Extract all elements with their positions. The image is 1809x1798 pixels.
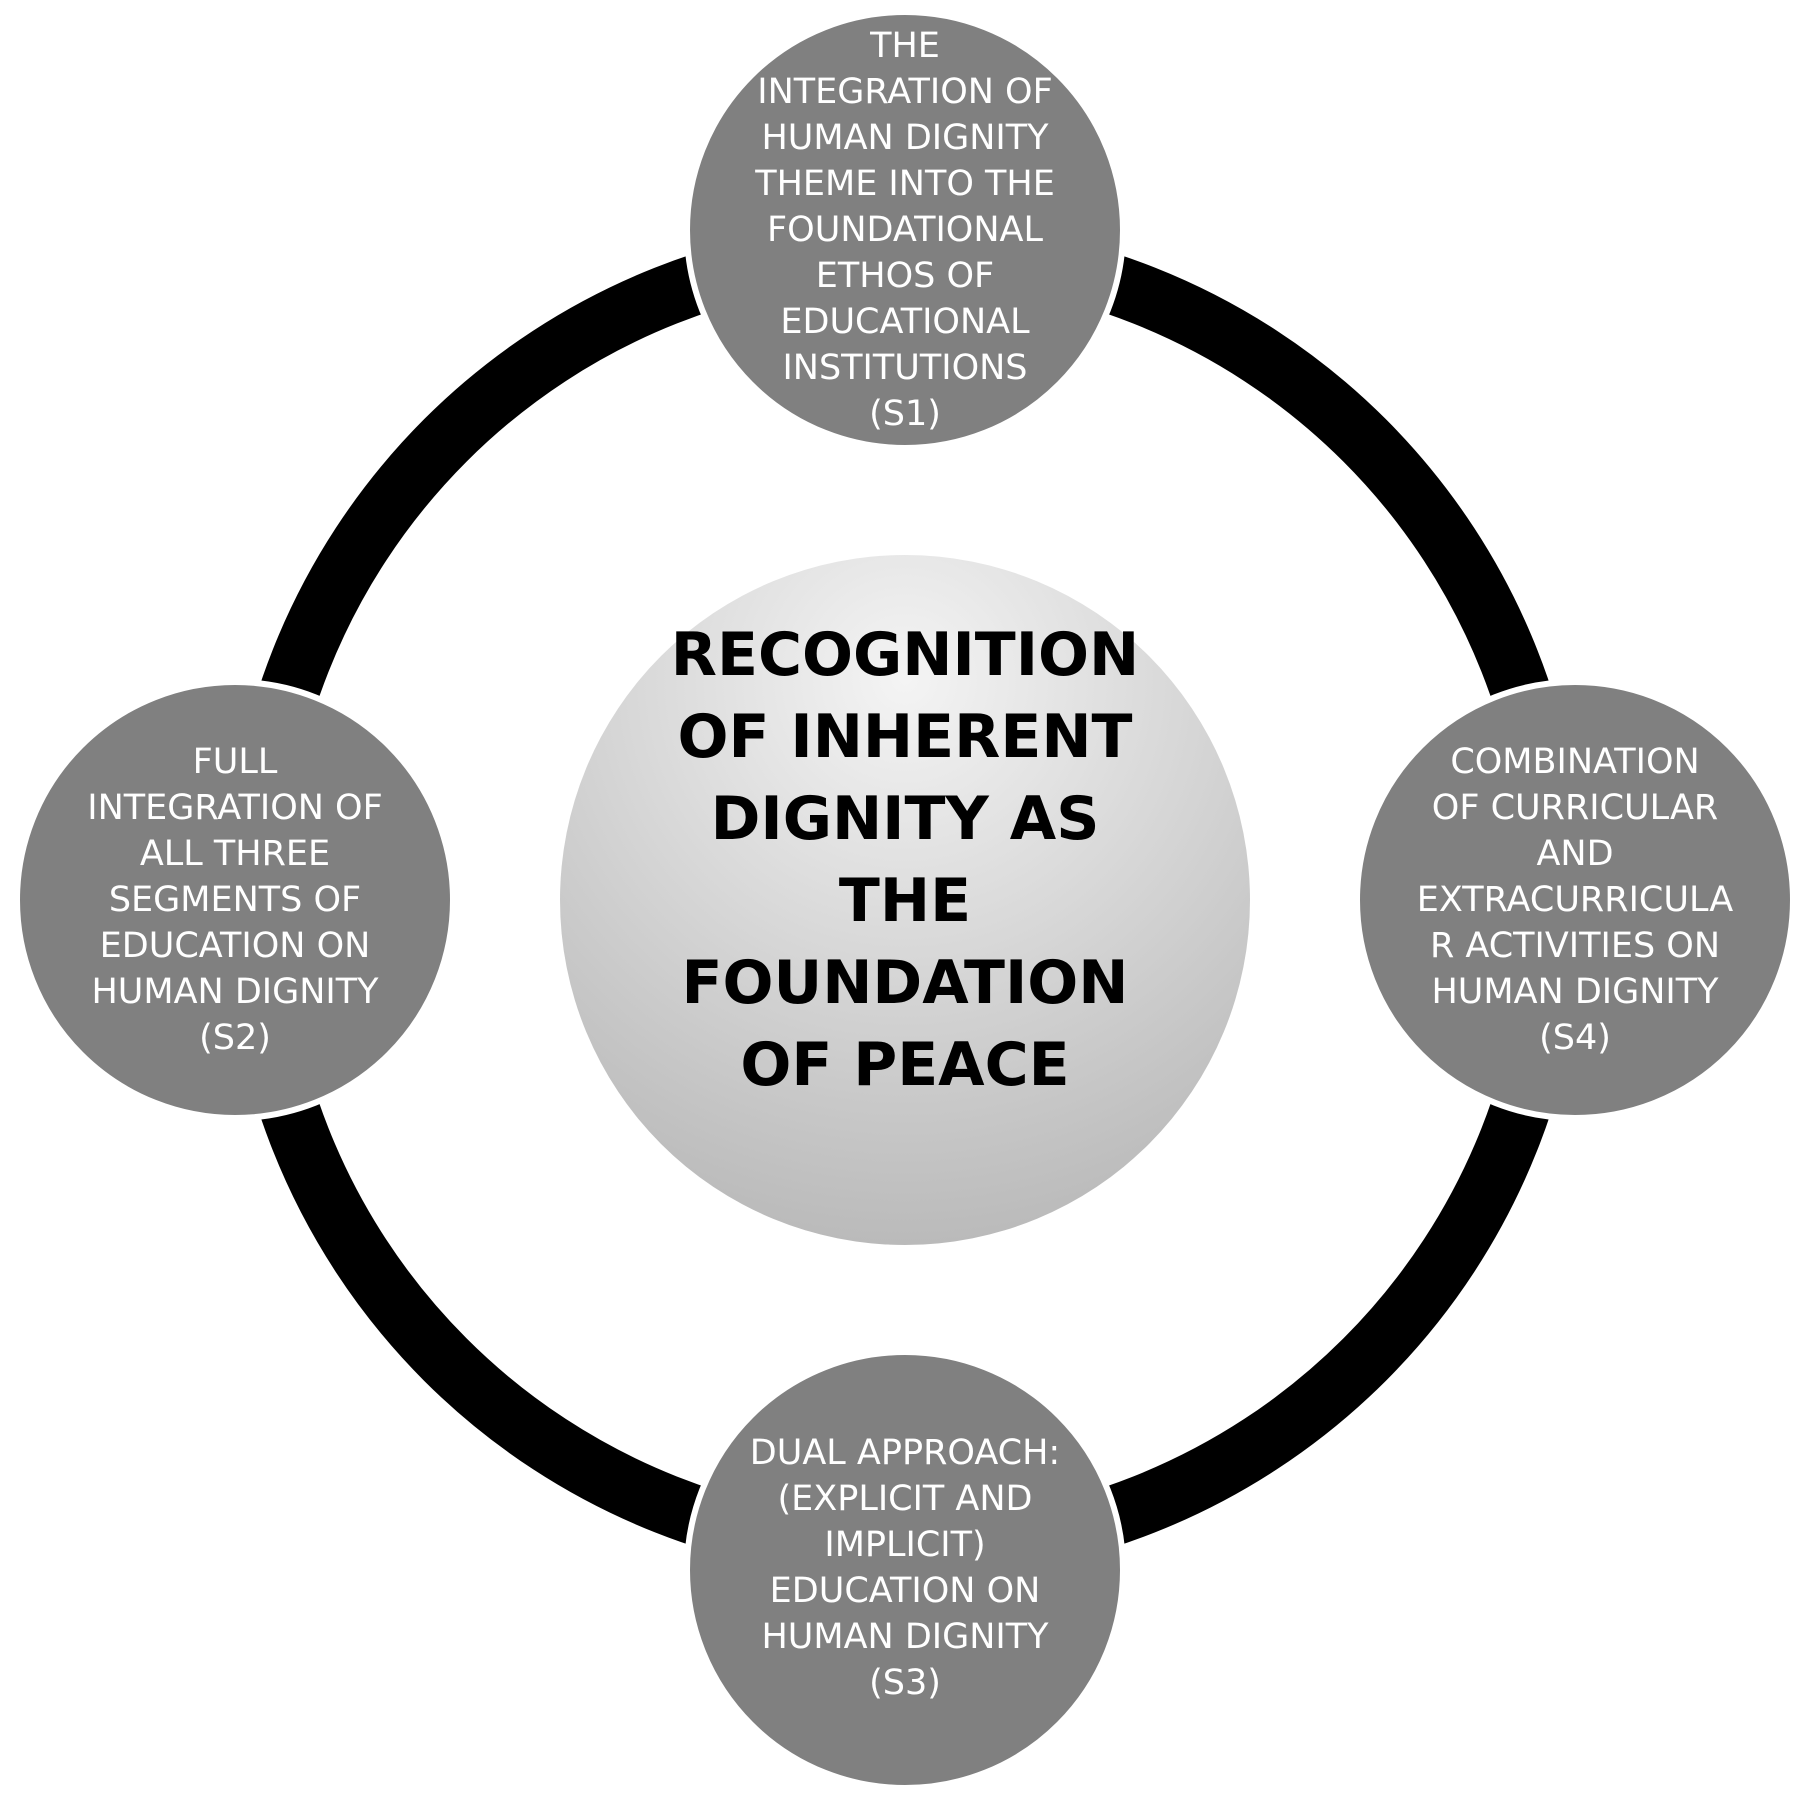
node-s3-label: DUAL APPROACH: (EXPLICIT AND IMPLICIT) EDUC… [705, 1428, 1105, 1708]
label-line: RECOGNITION [670, 620, 1140, 690]
node-s2-label: FULL INTEGRATION OF ALL THREE SEGMENTS OF ED… [15, 740, 455, 1060]
label-line: HUMAN DIGNITY [761, 118, 1049, 158]
label-line: INTEGRATION OF [757, 72, 1053, 112]
label-line: INSTITUTIONS [782, 348, 1028, 388]
label-line: THE [870, 26, 940, 66]
node-s4-circle [1354, 679, 1796, 1121]
label-line: ALL THREE [139, 834, 331, 874]
label-line: THEME INTO THE [755, 164, 1055, 204]
center-label: RECOGNITION OF INHERENT DIGNITY AS THE FOUND… [560, 570, 1250, 1150]
label-line: FOUNDATION [681, 948, 1129, 1018]
label-line: HUMAN DIGNITY [91, 972, 379, 1012]
label-line: OF INHERENT [677, 702, 1133, 772]
label-line: EDUCATION ON [99, 926, 371, 966]
label-line: DUAL APPROACH: [749, 1433, 1061, 1473]
label-line: HUMAN DIGNITY [1431, 972, 1719, 1012]
node-s1-label: THE INTEGRATION OF HUMAN DIGNITY THEME INTO… [705, 20, 1105, 440]
label-line: INTEGRATION OF [87, 788, 383, 828]
label-line: COMBINATION [1450, 742, 1700, 782]
label-line: (S4) [1539, 1018, 1611, 1058]
label-line: FULL [192, 742, 278, 782]
label-line: DIGNITY AS [710, 784, 1100, 854]
label-line: ETHOS OF [815, 256, 995, 296]
node-s2-circle [14, 679, 456, 1121]
node-s4-label: COMBINATION OF CURRICULAR AND EXTRACURRICUL… [1355, 740, 1795, 1060]
center-circle [560, 555, 1250, 1245]
label-line: EDUCATION ON [769, 1571, 1041, 1611]
label-line: AND [1536, 834, 1614, 874]
label-line: THE [838, 866, 972, 936]
node-s3-circle [684, 1349, 1126, 1791]
label-line: (EXPLICIT AND [777, 1479, 1033, 1519]
label-line: (S3) [869, 1663, 941, 1703]
label-line: FOUNDATIONAL [767, 210, 1043, 250]
label-line: EDUCATIONAL [780, 302, 1030, 342]
label-line: SEGMENTS OF [108, 880, 362, 920]
label-line: OF CURRICULAR [1431, 788, 1719, 828]
label-line: OF PEACE [740, 1030, 1070, 1100]
label-line: HUMAN DIGNITY [761, 1617, 1049, 1657]
label-line: R ACTIVITIES ON [1429, 926, 1721, 966]
label-line: IMPLICIT) [824, 1525, 986, 1565]
label-line: (S1) [869, 394, 941, 434]
node-s1-circle [684, 9, 1126, 451]
label-line: EXTRACURRICULA [1416, 880, 1734, 920]
label-line: (S2) [199, 1018, 271, 1058]
